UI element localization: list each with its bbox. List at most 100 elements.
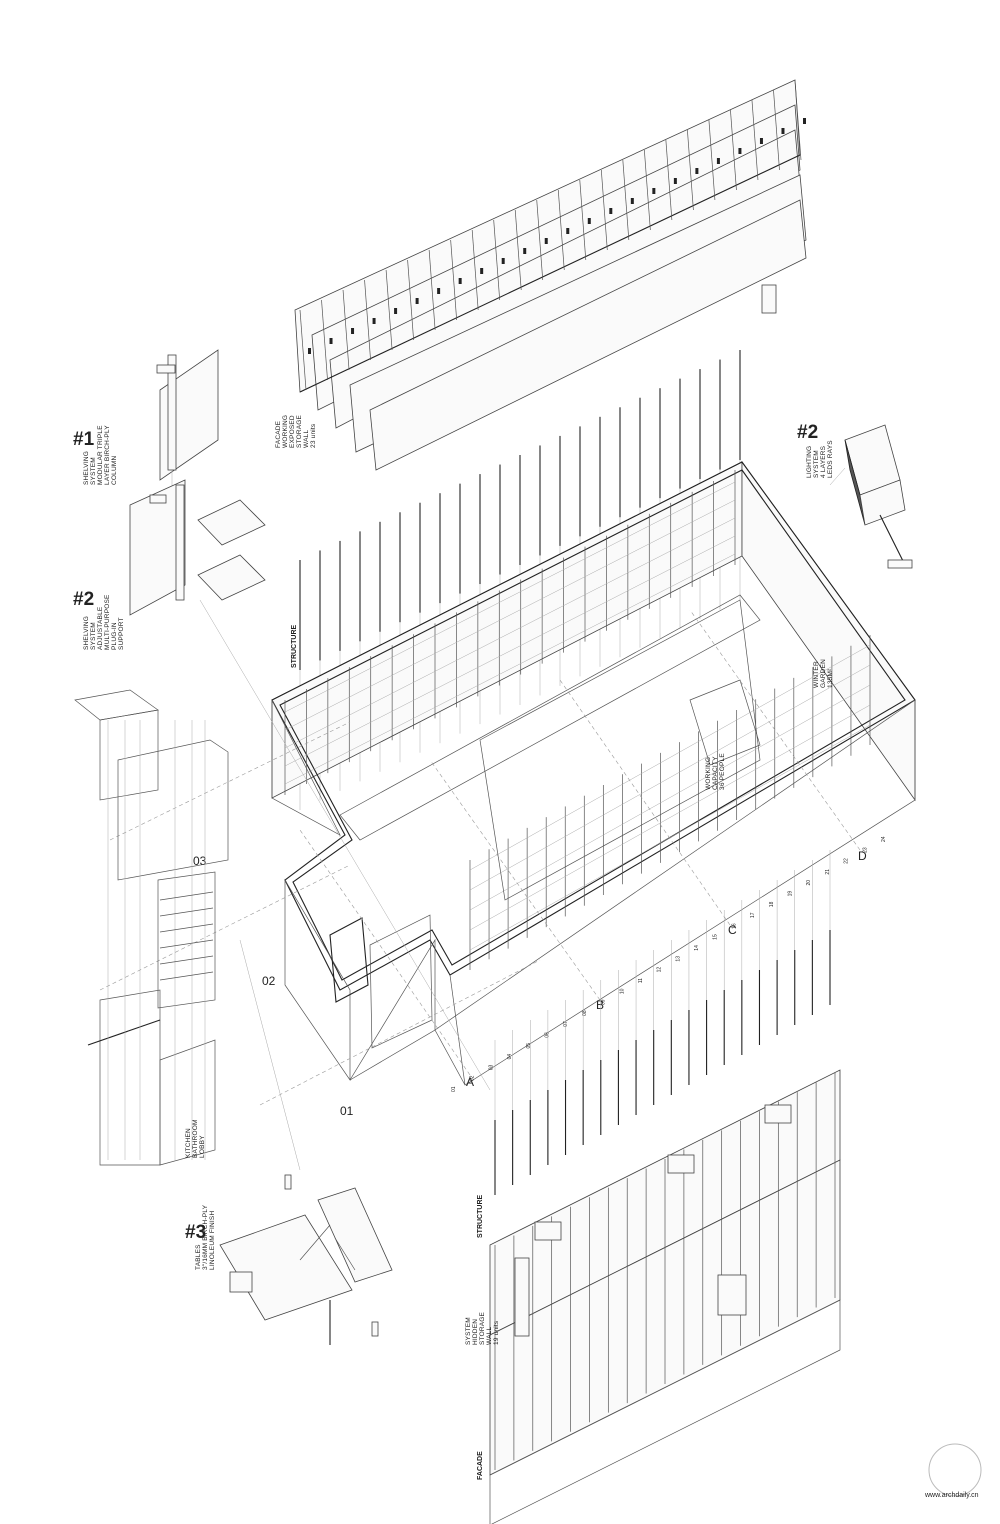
facade-fastener bbox=[759, 138, 763, 144]
storage-topbox bbox=[764, 1104, 792, 1124]
stack-shelf bbox=[159, 971, 214, 981]
interior-shelf-front bbox=[469, 664, 871, 891]
grid-tick-label: 09 bbox=[601, 999, 607, 1005]
top-facade-layers bbox=[294, 79, 807, 471]
grid-tick-label: 11 bbox=[638, 978, 644, 983]
grid-label-02: 02 bbox=[262, 974, 276, 988]
interior-shelf-front bbox=[469, 644, 871, 871]
lighting-lines-line: LIGHTING bbox=[806, 446, 813, 478]
stack-shelf bbox=[159, 891, 214, 901]
tables-lines-line: TABLES bbox=[195, 1244, 202, 1270]
grid-tick-label: 16 bbox=[731, 923, 737, 929]
grid-line-01 bbox=[259, 959, 541, 1106]
interior-shelf bbox=[284, 517, 736, 749]
grid-tick-label: 18 bbox=[769, 901, 775, 907]
table-top-1 bbox=[219, 1214, 353, 1321]
shelving1-lines-line: COLUMN bbox=[111, 456, 118, 485]
grid-label-01: 01 bbox=[340, 1104, 354, 1118]
facade-mullion bbox=[342, 289, 350, 371]
storage-modules bbox=[494, 1073, 836, 1470]
grid-tick-label: 17 bbox=[750, 912, 756, 918]
facade-mullion bbox=[665, 139, 673, 221]
shelf-bracket-2 bbox=[149, 494, 167, 504]
lighting-detail bbox=[829, 424, 913, 569]
grid-diag-2 bbox=[239, 939, 301, 1171]
winter-lines-line: GARDEN bbox=[820, 659, 827, 688]
facade-mullion bbox=[450, 239, 458, 321]
lighting-lines-line: SYSTEM bbox=[813, 450, 820, 478]
light-box-front bbox=[859, 479, 906, 526]
facade-mullions bbox=[299, 79, 806, 391]
facade-mullion bbox=[557, 189, 565, 271]
lighting-lines-line: LEDS RAYS bbox=[827, 440, 834, 478]
facade-fastener bbox=[308, 348, 311, 354]
shelving2-lines-line: SYSTEM bbox=[90, 622, 97, 650]
facade-fastener bbox=[415, 298, 419, 304]
facade-fastener bbox=[803, 118, 806, 124]
kitchen-lines-line: KITCHEN bbox=[185, 1128, 192, 1158]
facade-fastener bbox=[738, 148, 742, 154]
facade-mullion bbox=[643, 149, 651, 231]
facade-mullion bbox=[708, 119, 716, 201]
stack-pipe bbox=[87, 1019, 161, 1046]
facade-mullion bbox=[493, 219, 501, 301]
working-area bbox=[479, 599, 761, 901]
facade-mullion bbox=[385, 269, 393, 351]
facade-layer-5 bbox=[369, 199, 807, 471]
facade-fastener bbox=[544, 238, 548, 244]
stack-box-front bbox=[99, 709, 159, 801]
watermark-ring bbox=[928, 1443, 982, 1497]
facade-fastener bbox=[351, 328, 355, 334]
hidden-lines-line: STORAGE bbox=[479, 1311, 486, 1345]
stack-unit-2 bbox=[157, 871, 216, 1009]
tables-detail bbox=[219, 1174, 393, 1345]
roof-outline bbox=[271, 461, 916, 991]
facade-top-lines-line: EXPOSED bbox=[289, 415, 296, 448]
shelf-panel-2 bbox=[129, 479, 186, 616]
wall-back-left bbox=[271, 461, 743, 799]
grid-tick-label: 05 bbox=[526, 1043, 532, 1049]
interior-shelf bbox=[284, 553, 736, 785]
light-fixture bbox=[887, 559, 913, 569]
structure-columns-bottom bbox=[494, 850, 831, 1195]
stack-shelf bbox=[159, 955, 214, 965]
facade-mullion bbox=[794, 79, 802, 161]
grid-tick-label: 13 bbox=[675, 956, 681, 962]
main-building bbox=[271, 460, 916, 1086]
storage-vent bbox=[717, 1274, 747, 1316]
wall-entry bbox=[349, 938, 436, 1081]
storage-topbox bbox=[534, 1221, 562, 1241]
facade-bottom-edge bbox=[489, 1299, 841, 1524]
working-lines-line: 36 PEOPLE bbox=[719, 753, 726, 790]
watermark-logo: www.archdaily.cn bbox=[924, 1443, 982, 1499]
facade-rail bbox=[299, 154, 801, 393]
wall-left-lower bbox=[271, 699, 341, 836]
shelving2-lines-line: SUPPORT bbox=[118, 617, 125, 650]
shelving1-lines-line: MODULAR TRIPLE bbox=[97, 425, 104, 485]
working-lines-line: WORKING bbox=[705, 757, 712, 790]
tables-lines-line: 3"/16MM BIRCH-PLY bbox=[202, 1204, 209, 1270]
shelving2-lines-line: ADJUSTABLE bbox=[97, 606, 104, 650]
watermark-text: www.archdaily.cn bbox=[924, 1492, 979, 1499]
interior-shelf-front bbox=[469, 684, 871, 911]
grid-diag bbox=[199, 599, 491, 1091]
facade-mullion bbox=[751, 99, 759, 181]
shelf-column-2 bbox=[175, 484, 185, 601]
interior-shelf-front bbox=[469, 704, 871, 931]
facade-top-lines-line: WALL bbox=[303, 430, 310, 448]
facade-fastener bbox=[329, 338, 333, 344]
hidden-lines-line: SYSTEM bbox=[465, 1317, 472, 1345]
bottom-storage-wall bbox=[489, 1069, 841, 1524]
facade-fastener bbox=[372, 318, 376, 324]
facade-mullion bbox=[514, 209, 522, 291]
shelf-bracket-1 bbox=[156, 364, 176, 374]
stack-verticals bbox=[107, 720, 214, 1160]
shelving2-lines-line: PLUG-IN bbox=[111, 622, 118, 650]
grid-tick-label: 08 bbox=[582, 1010, 588, 1016]
storage-door bbox=[514, 1257, 530, 1337]
grid-tick-label: 02 bbox=[470, 1075, 476, 1081]
